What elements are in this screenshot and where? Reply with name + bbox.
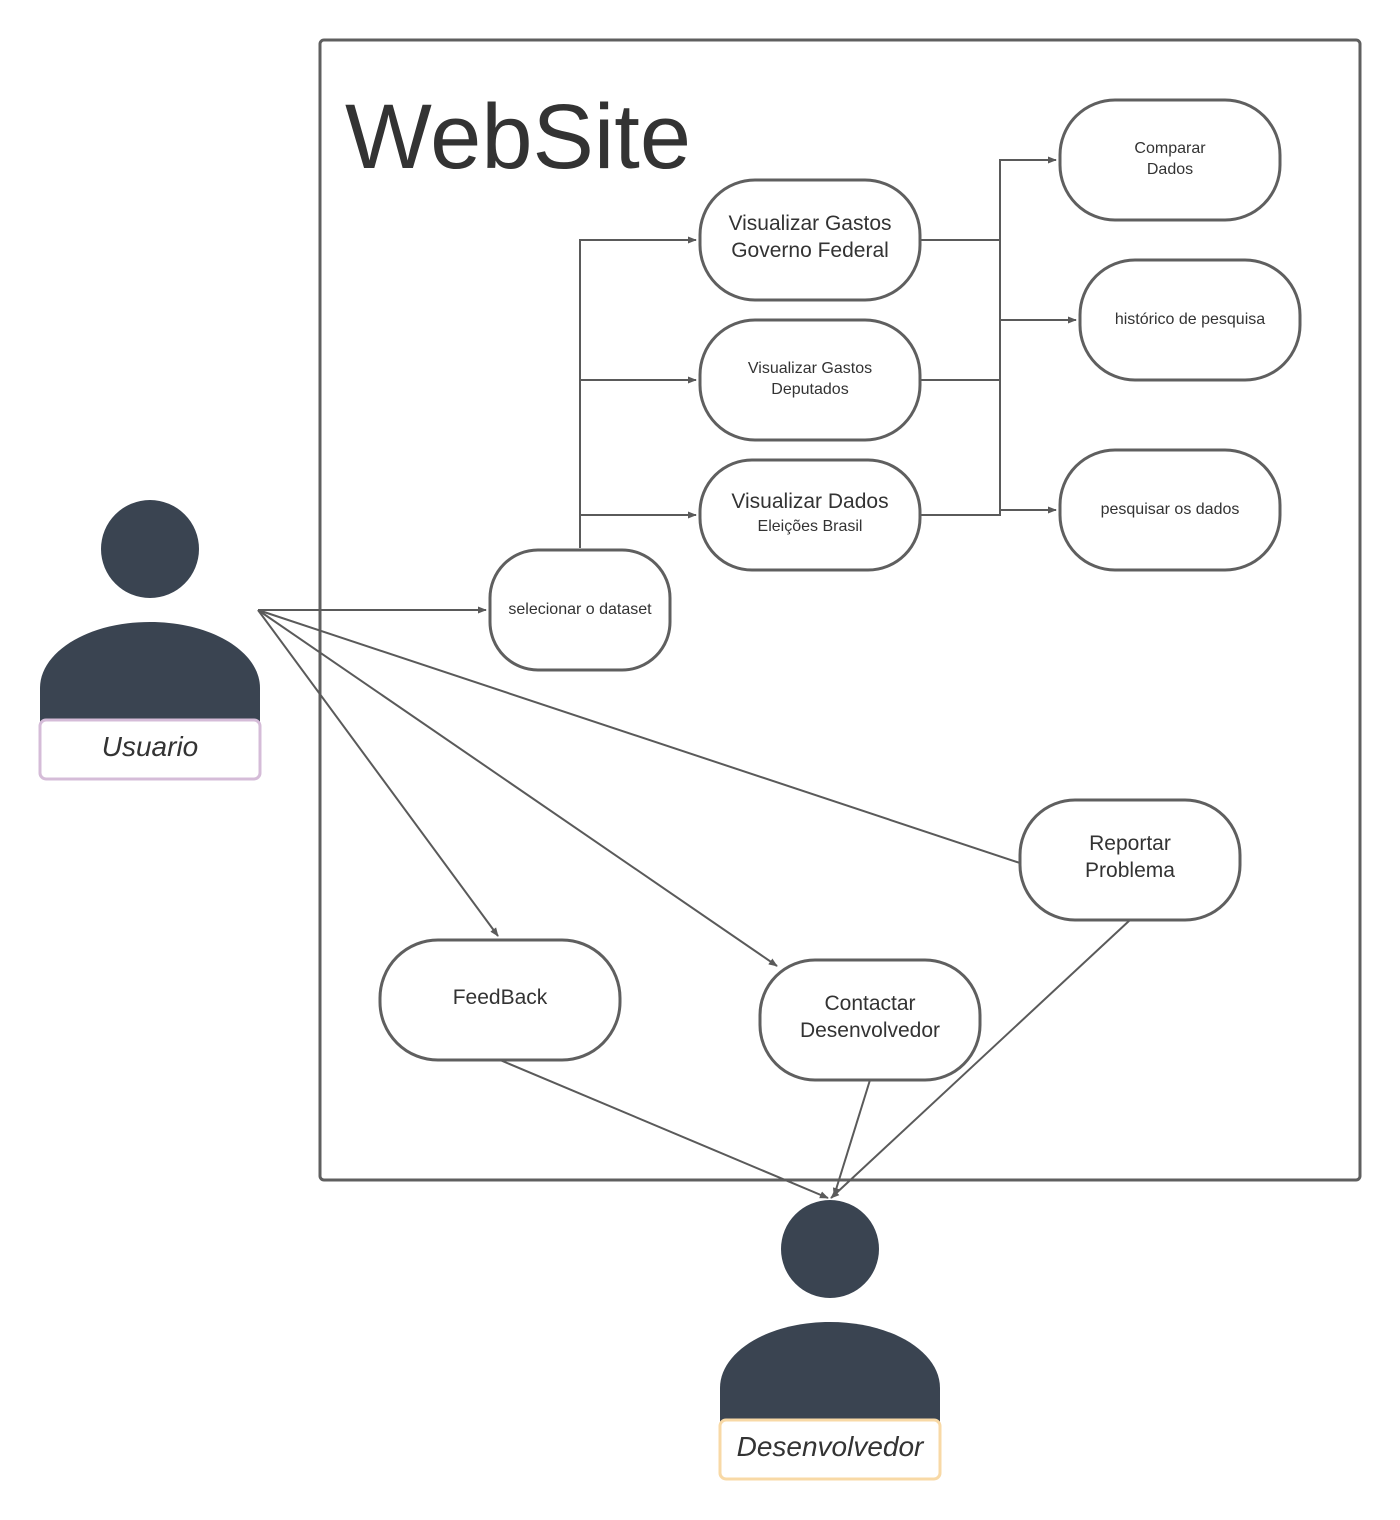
usecase-view-deputies-spending-line1: Visualizar Gastos [748, 360, 872, 377]
usecase-compare-data-line1: Comparar [1134, 140, 1206, 157]
usecase-view-election-data: Visualizar Dados Eleições Brasil [698, 458, 922, 572]
usecase-feedback-shape [378, 938, 622, 1062]
usecase-report-problem-shape [1018, 798, 1242, 922]
actor-desenvolvedor-label: Desenvolvedor [737, 1431, 925, 1462]
usecase-select-dataset-label: selecionar o dataset [508, 601, 652, 618]
usecase-compare-data-line2: Dados [1147, 161, 1193, 178]
usecase-search-history-label: histórico de pesquisa [1115, 311, 1265, 328]
usecase-view-election-data-shape [698, 458, 922, 572]
usecase-report-problem-line1: Reportar [1089, 832, 1171, 855]
usecase-contact-developer: Contactar Desenvolvedor [758, 958, 982, 1082]
usecase-view-gov-spending-shape [698, 178, 922, 302]
usecase-contact-developer-line1: Contactar [824, 992, 915, 1015]
usecase-search-history-shape [1078, 258, 1302, 382]
usecase-view-gov-spending-line2: Governo Federal [731, 239, 889, 262]
edge-user-contact [257, 609, 778, 967]
usecase-view-deputies-spending-shape [698, 318, 922, 442]
system-title: WebSite [345, 86, 691, 188]
actor-desenvolvedor-body-icon [720, 1322, 940, 1422]
actor-usuario-label-box [38, 718, 262, 781]
usecase-view-election-data-line1: Visualizar Dados [731, 490, 888, 513]
edge-select-gov [579, 236, 697, 548]
usecase-feedback-label: FeedBack [453, 986, 548, 1009]
edge-report-dev [830, 919, 1131, 1199]
usecase-report-problem: Reportar Problema [1018, 798, 1242, 922]
edges [257, 156, 1131, 1199]
usecase-search-data: pesquisar os dados [1058, 448, 1282, 572]
usecase-view-deputies-spending: Visualizar Gastos Deputados [698, 318, 922, 442]
edge-feedback-dev [499, 1059, 829, 1199]
usecase-view-election-data-line2: Eleições Brasil [758, 518, 863, 535]
edge-bus-compare [999, 156, 1057, 240]
usecase-select-dataset: selecionar o dataset [488, 548, 672, 672]
usecase-compare-data: Comparar Dados [1058, 98, 1282, 222]
edge-user-report [257, 609, 1036, 869]
usecase-view-gov-spending: Visualizar Gastos Governo Federal [698, 178, 922, 302]
usecase-contact-developer-line2: Desenvolvedor [800, 1019, 940, 1042]
actor-desenvolvedor-label-box [718, 1418, 942, 1481]
actor-usuario-body-icon [40, 622, 260, 722]
actor-usuario: Usuario [38, 500, 262, 781]
edge-user-feedback [257, 609, 499, 937]
usecase-search-data-shape [1058, 448, 1282, 572]
usecase-search-history: histórico de pesquisa [1078, 258, 1302, 382]
usecase-report-problem-line2: Problema [1085, 859, 1175, 882]
actor-desenvolvedor-head-icon [781, 1200, 879, 1298]
usecase-view-gov-spending-line1: Visualizar Gastos [728, 212, 891, 235]
usecase-select-dataset-shape [488, 548, 672, 672]
edge-contact-dev [832, 1079, 871, 1197]
usecase-compare-data-shape [1058, 98, 1282, 222]
usecase-view-deputies-spending-line2: Deputados [771, 381, 848, 398]
actor-usuario-head-icon [101, 500, 199, 598]
usecase-contact-developer-shape [758, 958, 982, 1082]
actor-desenvolvedor: Desenvolvedor [718, 1200, 942, 1481]
actor-usuario-label: Usuario [102, 731, 198, 762]
usecase-feedback: FeedBack [378, 938, 622, 1062]
usecase-search-data-label: pesquisar os dados [1101, 501, 1240, 518]
edge-right-bus [920, 239, 1001, 516]
